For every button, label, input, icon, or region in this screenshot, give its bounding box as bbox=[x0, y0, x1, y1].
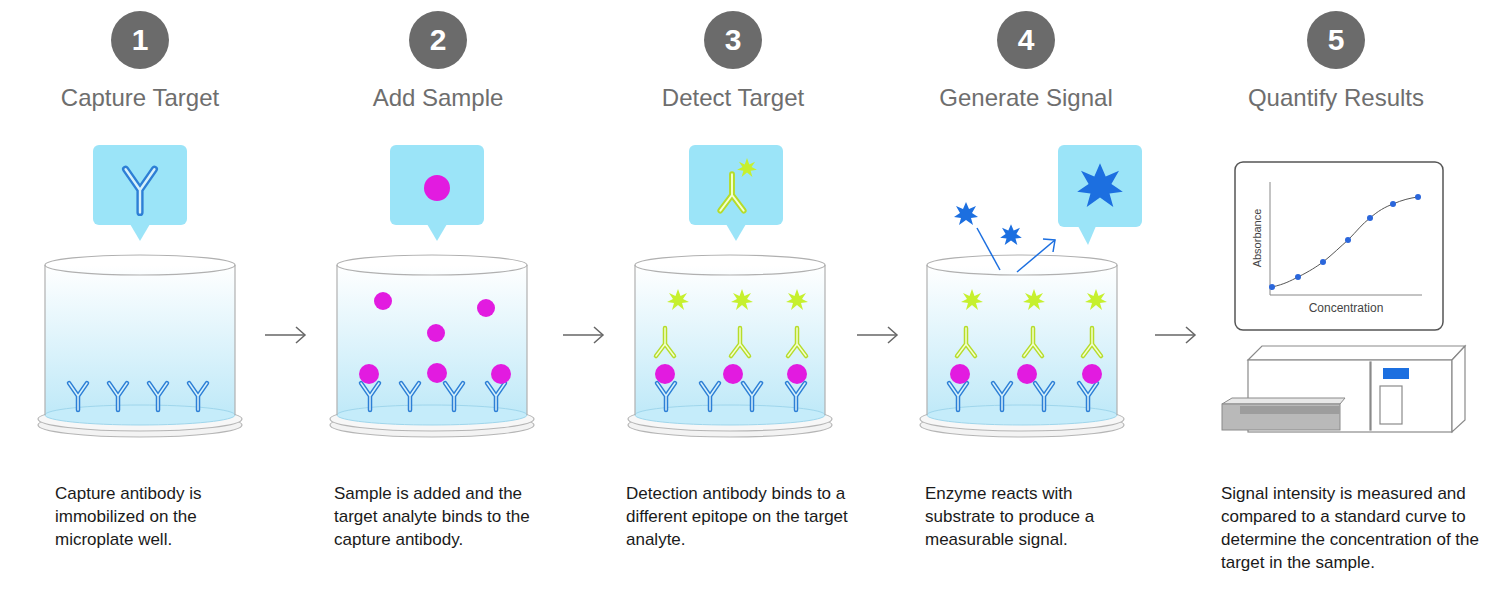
flow-arrow bbox=[265, 327, 305, 343]
step-column: 1Capture TargetCapture antibody is immob… bbox=[30, 0, 258, 614]
step-number: 5 bbox=[1307, 11, 1365, 69]
step-title: Detect Target bbox=[583, 84, 883, 112]
step-description: Enzyme reacts with substrate to produce … bbox=[925, 482, 1130, 551]
step-number: 4 bbox=[997, 11, 1055, 69]
step-title: Generate Signal bbox=[876, 84, 1176, 112]
arrow-line bbox=[265, 334, 305, 336]
step-column: 3Detect TargetDetection antibody binds t… bbox=[610, 0, 850, 614]
step-column: 4Generate SignalEnzyme reacts with subst… bbox=[904, 0, 1148, 614]
arrow-line bbox=[1155, 334, 1195, 336]
step-number: 1 bbox=[111, 11, 169, 69]
flow-arrow bbox=[857, 327, 897, 343]
step-title: Add Sample bbox=[288, 84, 588, 112]
arrow-line bbox=[563, 334, 603, 336]
step-number: 3 bbox=[704, 11, 762, 69]
arrow-head bbox=[594, 327, 603, 343]
axis-label: Concentration bbox=[1309, 301, 1384, 315]
arrow-head bbox=[296, 327, 305, 343]
arrow-head bbox=[888, 327, 897, 343]
step-description: Capture antibody is immobilized on the m… bbox=[55, 482, 260, 551]
step-description: Sample is added and the target analyte b… bbox=[334, 482, 549, 551]
flow-arrow bbox=[1155, 327, 1195, 343]
flow-arrow bbox=[563, 327, 603, 343]
arrow-line bbox=[857, 334, 897, 336]
step-description: Detection antibody binds to a different … bbox=[626, 482, 848, 551]
step-title: Capture Target bbox=[0, 84, 290, 112]
step-number: 2 bbox=[409, 11, 467, 69]
step-title: Quantify Results bbox=[1186, 84, 1486, 112]
arrow-head bbox=[1186, 327, 1195, 343]
step-column: 2Add SampleSample is added and the targe… bbox=[312, 0, 556, 614]
step-description: Signal intensity is measured and compare… bbox=[1221, 482, 1479, 574]
axis-label: Absorbance bbox=[1251, 209, 1263, 268]
